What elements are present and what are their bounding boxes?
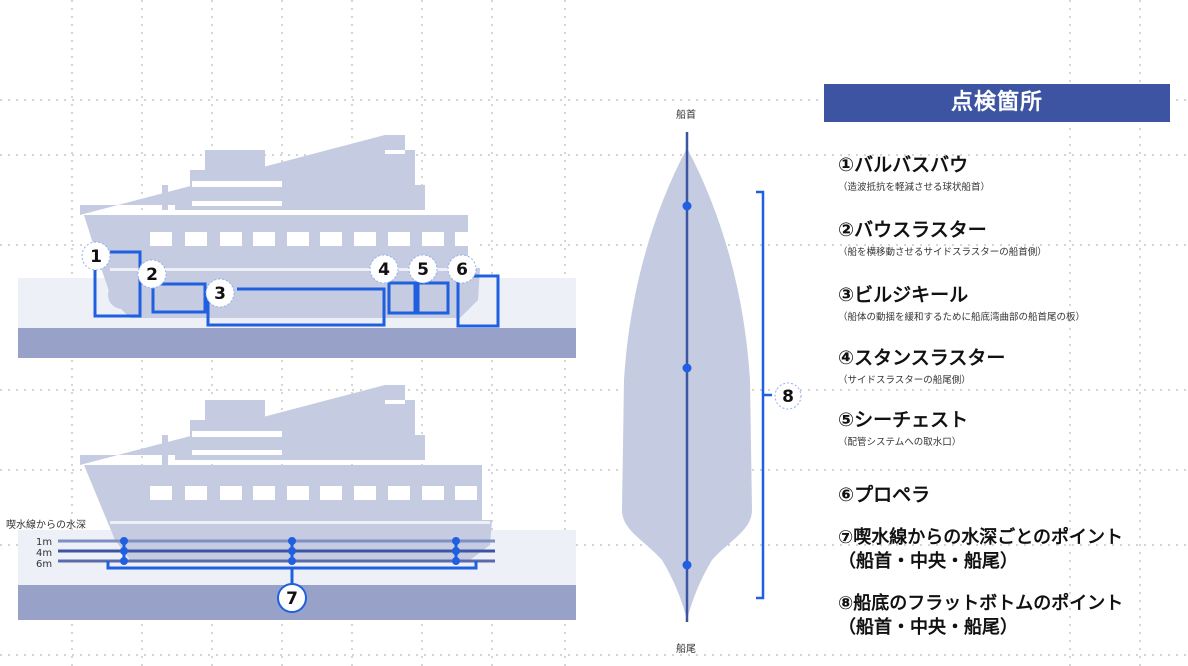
- list-item-5: ⑤シーチェスト（配管システムへの取水口）: [838, 409, 969, 448]
- svg-text:1: 1: [90, 247, 102, 267]
- svg-text:5: 5: [417, 260, 429, 280]
- list-item-7: ⑦喫水線からの水深ごとのポイント（船首・中央・船尾）: [838, 527, 1124, 572]
- side-view-ship: [18, 135, 576, 358]
- svg-text:8: 8: [782, 387, 794, 407]
- depth-lines: [58, 539, 495, 563]
- bottom-points: [682, 201, 692, 570]
- depth-caption: 喫水線からの水深: [6, 518, 86, 531]
- marker-8: 8: [774, 382, 802, 410]
- depth-label-1: 1m: [36, 537, 52, 548]
- plan-view-hull: 8: [622, 132, 802, 622]
- list-item-6: ⑥プロペラ: [838, 484, 931, 506]
- marker-6: 6: [447, 254, 477, 284]
- panel-title: 点検箇所: [824, 84, 1170, 122]
- list-item-8: ⑧船底のフラットボトムのポイント（船首・中央・船尾）: [838, 593, 1124, 638]
- depth-label-2: 4m: [36, 548, 52, 559]
- svg-text:2: 2: [146, 265, 158, 285]
- depth-label-3: 6m: [36, 559, 52, 570]
- marker-2: 2: [137, 259, 167, 289]
- sea-bottom: [18, 328, 576, 358]
- inspection-boxes: [93, 250, 500, 328]
- stern-label: 船尾: [676, 644, 696, 655]
- marker-5: 5: [408, 254, 438, 284]
- svg-text:3: 3: [214, 284, 226, 304]
- depth-view-ship: 喫水線からの水深 1m 4m 6m 7: [6, 385, 576, 620]
- svg-text:4: 4: [378, 260, 390, 280]
- inspection-points-panel: 点検箇所: [824, 84, 1170, 122]
- marker-1: 1: [81, 241, 111, 271]
- side-view-markers: 1 2 3 4 5 6: [81, 241, 477, 308]
- svg-text:6: 6: [456, 260, 468, 280]
- depth-points: [120, 537, 460, 565]
- ship-diagrams: 喫水線からの水深 1m 4m 6m 7 1 2 3 4 5 6 8: [6, 132, 802, 622]
- list-item-4: ④スタンスラスター（サイドスラスターの船尾側）: [838, 347, 1006, 386]
- bow-label: 船首: [676, 110, 696, 121]
- marker-4: 4: [369, 254, 399, 284]
- list-item-2: ②バウスラスター（船を横移動させるサイドスラスターの船首側）: [838, 219, 1047, 258]
- svg-text:7: 7: [286, 589, 298, 609]
- list-item-3: ③ビルジキール（船体の動揺を緩和するために船底湾曲部の船首尾の板）: [838, 284, 1086, 323]
- marker-7: 7: [277, 583, 307, 613]
- marker-3: 3: [205, 278, 235, 308]
- list-item-1: ①バルバスバウ（造波抵抗を軽減させる球状船首）: [838, 154, 991, 193]
